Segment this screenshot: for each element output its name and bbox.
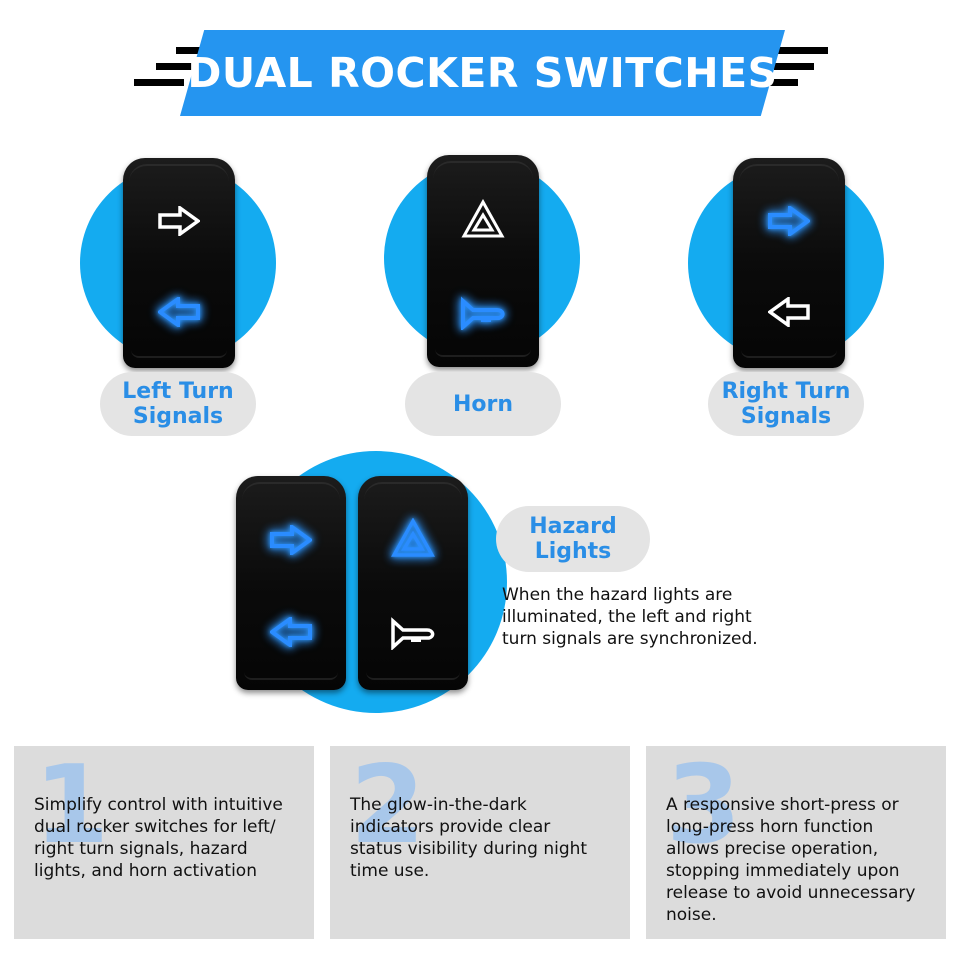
horn-icon [427,293,539,333]
right-arrow-icon [236,522,346,558]
title-banner [180,30,785,116]
horn-icon [358,613,468,653]
horn-switch[interactable] [427,155,539,367]
feature-number: 2 [350,743,426,868]
left-arrow-icon [236,614,346,650]
decor-stripe [768,79,798,86]
horn-label: Horn [405,372,561,436]
hazard-triangle-icon [427,197,539,241]
decor-stripe [156,63,196,70]
left-turn-label: Left Turn Signals [100,372,256,436]
right-turn-switch[interactable] [733,158,845,368]
left-arrow-icon [123,294,235,330]
feature-box-3: 3 A responsive short-press or long-press… [646,746,946,939]
right-turn-label: Right Turn Signals [708,372,864,436]
decor-stripe [176,47,206,54]
left-arrow-icon [733,294,845,330]
left-turn-switch[interactable] [123,158,235,368]
decor-stripe [134,79,184,86]
hazard-triangle-icon [358,516,468,560]
feature-box-2: 2 The glow-in-the-dark indicators provid… [330,746,630,939]
decor-stripe [778,47,828,54]
right-arrow-icon [733,203,845,239]
page-title: DUAL ROCKER SWITCHES [187,49,778,97]
feature-number: 3 [666,743,742,868]
feature-number: 1 [34,743,110,868]
decor-stripe [774,63,814,70]
hazard-description: When the hazard lights are illuminated, … [502,585,758,649]
feature-text: Simplify control with intuitive dual roc… [34,795,283,881]
hazard-right-switch[interactable] [358,476,468,690]
feature-box-1: 1 Simplify control with intuitive dual r… [14,746,314,939]
hazard-left-switch[interactable] [236,476,346,690]
right-arrow-icon [123,203,235,239]
feature-text: The glow-in-the-dark indicators provide … [350,795,588,881]
hazard-label: Hazard Lights [496,506,650,572]
feature-text: A responsive short-press or long-press h… [666,795,916,925]
